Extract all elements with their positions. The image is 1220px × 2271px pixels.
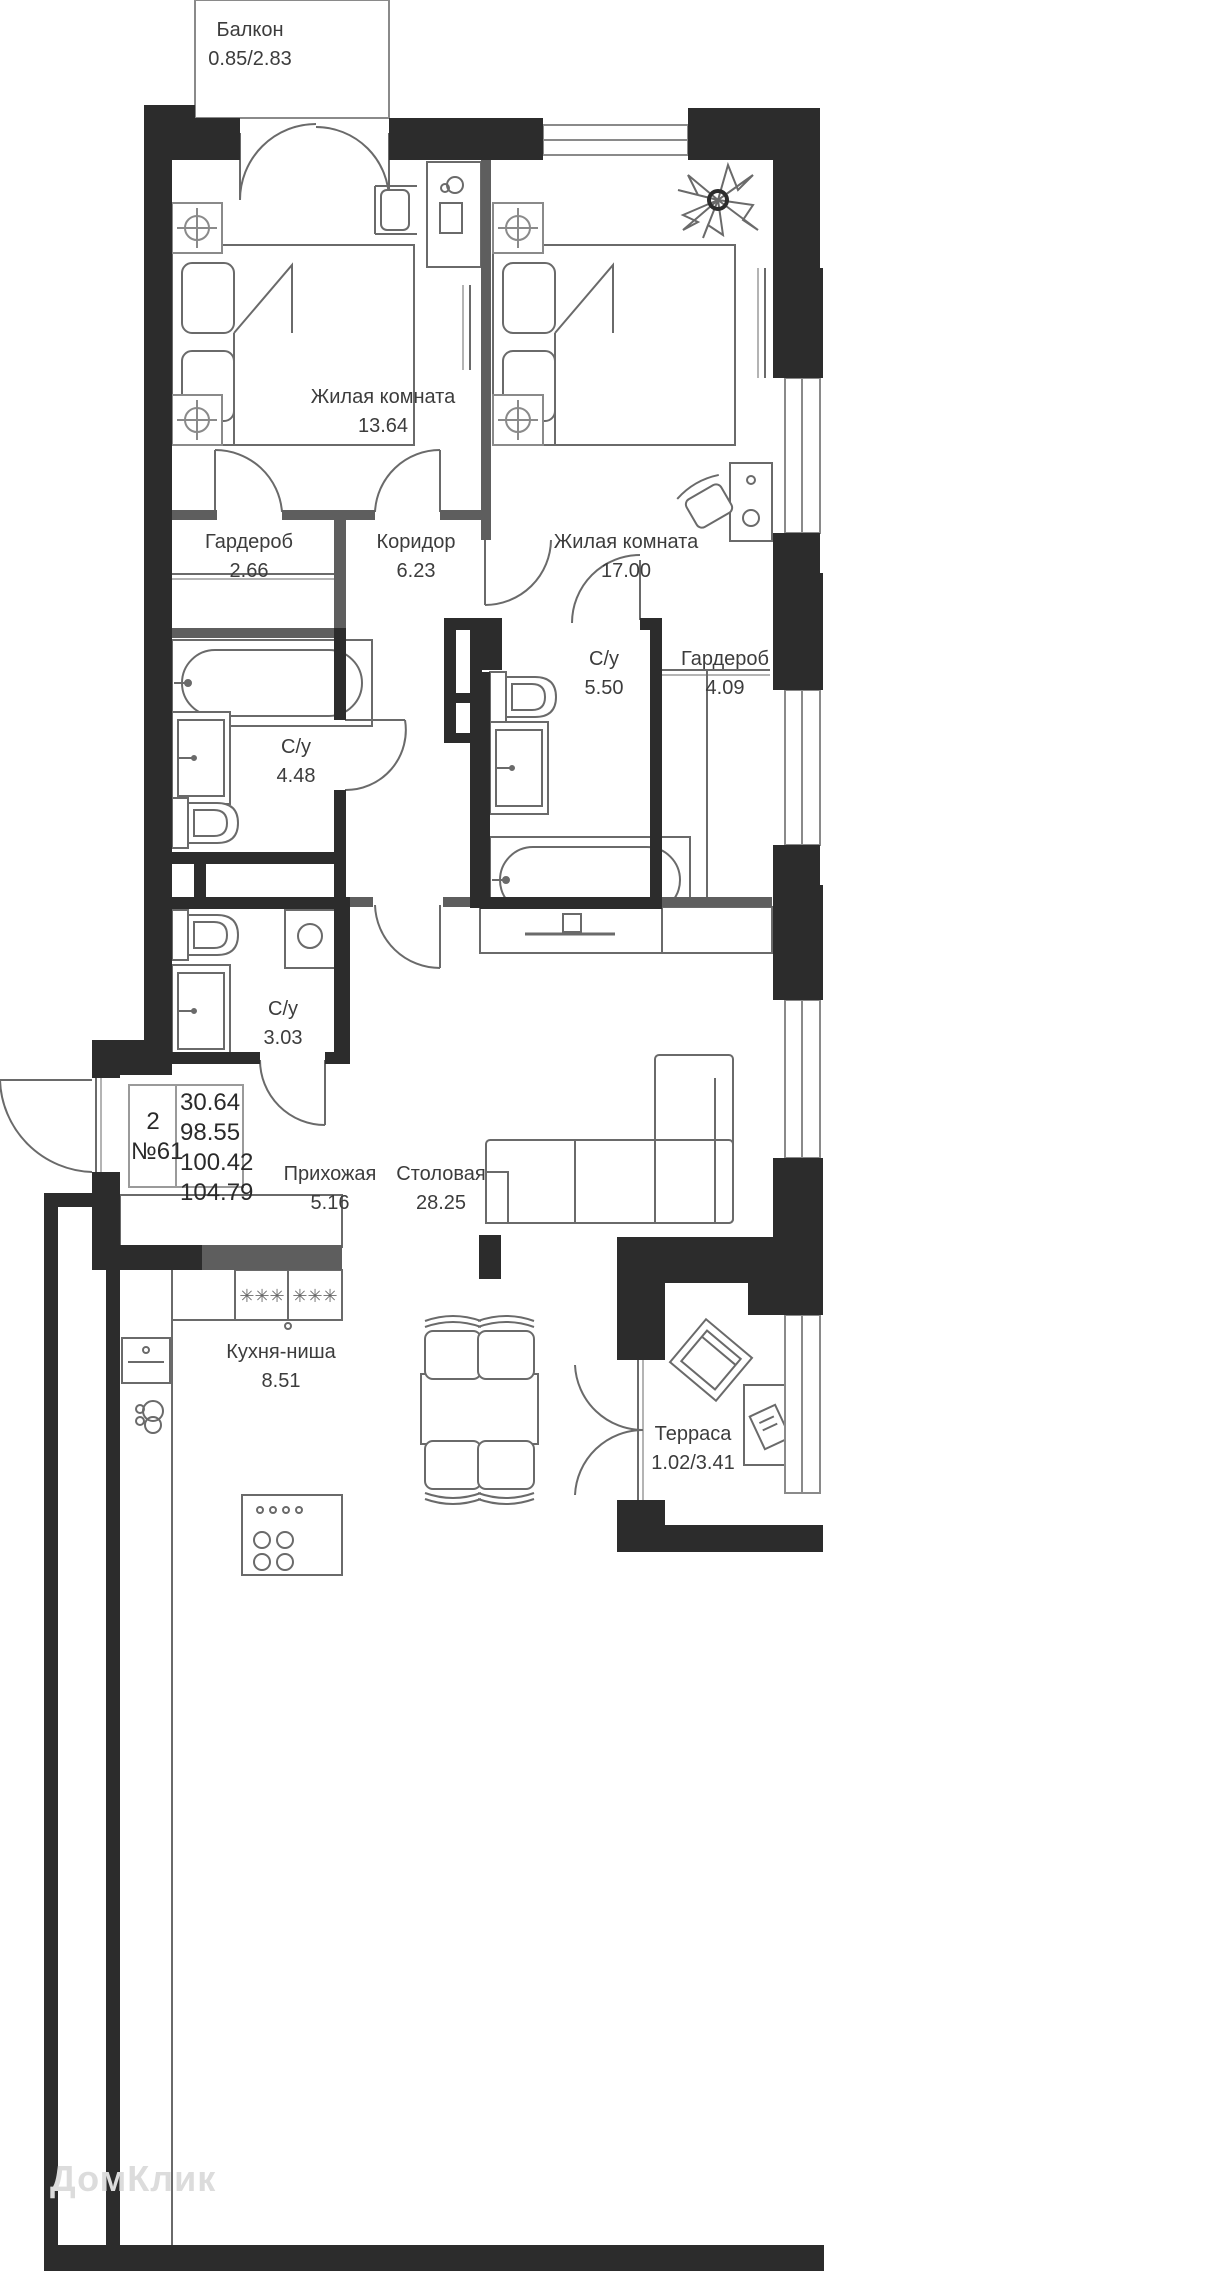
room-area: 6.23: [396, 560, 436, 582]
plant-icon: [677, 161, 759, 239]
room-name: Гардероб: [205, 531, 293, 553]
room-area: 13.64: [357, 415, 409, 437]
room-label-hall: Прихожая 5.16: [284, 1160, 377, 1218]
room-label-bedroom-left: Жилая комната 13.64: [311, 383, 455, 441]
room-label-wardrobe-left: Гардероб 2.66: [205, 528, 293, 586]
room-label-bedroom-right: Жилая комната 17.00: [554, 528, 698, 586]
room-name: Гардероб: [681, 648, 769, 670]
room-name: Терраса: [654, 1423, 732, 1445]
room-area: 4.09: [705, 677, 745, 699]
right-desk-chair-icon: [676, 473, 734, 529]
area-full: 104.79: [180, 1179, 254, 1206]
room-label-terrace: Терраса 1.02/3.41: [651, 1420, 734, 1478]
room-name: Жилая комната: [310, 386, 456, 408]
room-name: Жилая комната: [553, 531, 699, 553]
apartment-info-box: [128, 1084, 244, 1188]
room-label-wardrobe-right: Гардероб 4.09: [681, 645, 769, 703]
room-area: 1.02/3.41: [651, 1452, 735, 1474]
desk-chair-icon: [374, 185, 417, 235]
room-area: 8.51: [261, 1370, 301, 1392]
room-label-bath-right: С/у 5.50: [585, 645, 624, 703]
floor-value: 2: [146, 1108, 160, 1135]
partitions: [170, 155, 772, 1270]
walls: [44, 105, 824, 2271]
windows: [194, 0, 821, 1494]
area-total: 98.55: [180, 1119, 241, 1146]
svg-text:✳✳✳: ✳✳✳: [239, 1286, 284, 1306]
room-name: Столовая: [396, 1163, 486, 1185]
room-area: 3.03: [263, 1027, 303, 1049]
room-area: 28.25: [415, 1192, 467, 1214]
room-area: 5.50: [584, 677, 624, 699]
terrace-armchair-icon: [668, 1317, 754, 1403]
svg-text:✳✳✳: ✳✳✳: [292, 1286, 337, 1306]
room-name: С/у: [589, 648, 619, 670]
room-name: С/у: [268, 998, 298, 1020]
room-area: 5.16: [310, 1192, 350, 1214]
furniture: ✳✳✳ ✳✳✳: [0, 40, 799, 2245]
room-label-wc-small: С/у 3.03: [264, 995, 303, 1053]
washer-icon: [135, 1400, 164, 1434]
room-name: Кухня-ниша: [226, 1341, 336, 1363]
apartment-floor-number: 2 №61: [131, 1107, 184, 1167]
room-name: С/у: [281, 736, 311, 758]
room-label-balcony: Балкон 0.85/2.83: [208, 16, 291, 74]
room-name: Балкон: [216, 19, 284, 41]
room-name: Прихожая: [283, 1163, 377, 1185]
apartment-number: №61: [131, 1138, 184, 1165]
room-label-corridor: Коридор 6.23: [377, 528, 456, 586]
watermark: ДомКлик: [50, 2158, 217, 2199]
room-area: 0.85/2.83: [208, 48, 292, 70]
area-living: 30.64: [180, 1089, 241, 1116]
room-area: 17.00: [600, 560, 652, 582]
room-label-kitchen: Кухня-ниша 8.51: [226, 1338, 336, 1396]
area-with-balcony: 100.42: [180, 1149, 254, 1176]
room-area: 4.48: [276, 765, 316, 787]
room-area: 2.66: [229, 560, 269, 582]
room-label-bath-left: С/у 4.48: [277, 733, 316, 791]
room-name: Коридор: [376, 531, 456, 553]
apartment-areas: 30.64 98.55 100.42 104.79: [180, 1088, 253, 1208]
room-label-dining: Столовая 28.25: [396, 1160, 485, 1218]
